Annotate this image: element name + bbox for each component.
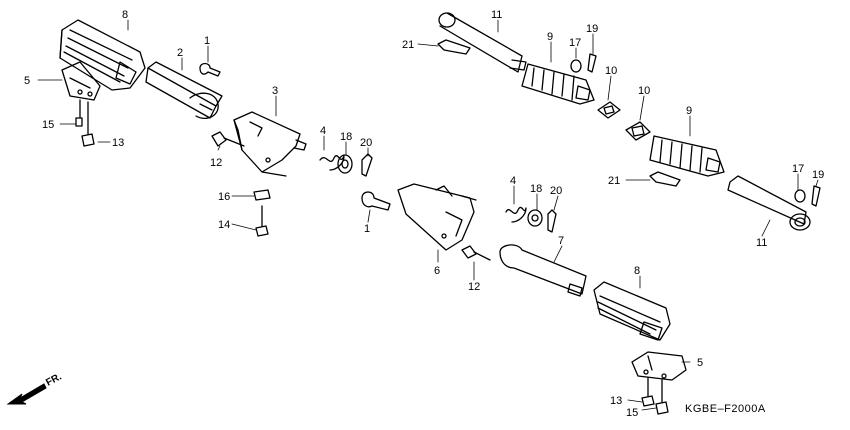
- callout-17-top: 17: [569, 37, 581, 49]
- callout-1-mid: 1: [364, 223, 370, 235]
- callout-6: 6: [434, 265, 440, 277]
- callout-5-left: 5: [24, 75, 30, 87]
- footpeg-rubber-right-top: [521, 63, 595, 105]
- cotter-pin-left: [361, 153, 373, 177]
- callout-12-right: 12: [468, 281, 480, 293]
- bolt-right-12: [461, 245, 491, 261]
- leader-lines: [37, 19, 819, 411]
- washer-10-bottom: [625, 121, 651, 141]
- callout-17-lower: 17: [792, 163, 804, 175]
- cotter-pin-right: [547, 209, 557, 233]
- callout-9-lower: 9: [686, 105, 692, 117]
- pin-1-mid: [361, 191, 391, 211]
- bolt-left-12: [211, 131, 245, 147]
- callout-10-top: 10: [605, 65, 617, 77]
- direction-label: FR.: [44, 371, 64, 388]
- callout-10-lower: 10: [638, 85, 650, 97]
- spring-right: [505, 206, 527, 223]
- callout-14: 14: [218, 219, 230, 231]
- callout-15-right: 15: [626, 407, 638, 419]
- bracket-right: [397, 183, 477, 251]
- callout-18-left: 18: [340, 131, 352, 143]
- callout-20-left: 20: [360, 137, 372, 149]
- plate-left: [61, 61, 101, 101]
- front-direction-arrow: FR.: [6, 371, 64, 405]
- footpeg-rubber-right-bottom: [593, 281, 671, 341]
- callout-3: 3: [272, 85, 278, 97]
- bolt-14: [255, 205, 269, 237]
- bracket-left: [233, 111, 307, 177]
- callout-16: 16: [218, 191, 230, 203]
- diagram-code: KGBE–F2000A: [685, 403, 766, 415]
- washer-17-top: [570, 59, 582, 73]
- callout-12-left: 12: [210, 157, 222, 169]
- washer-17-lower: [794, 189, 806, 203]
- footpeg-rubber-left: [59, 19, 146, 91]
- callout-4-left: 4: [320, 125, 326, 137]
- callout-2: 2: [177, 47, 183, 59]
- callout-8-bottom: 8: [634, 265, 640, 277]
- plate-right: [631, 351, 687, 381]
- callout-11-lower: 11: [756, 237, 767, 249]
- callout-7: 7: [558, 235, 564, 247]
- callout-5-right: 5: [697, 357, 703, 369]
- footpeg-right: [499, 244, 587, 297]
- callout-11-top: 11: [491, 9, 502, 21]
- footpeg-rubber-right-lower: [649, 135, 725, 177]
- pin-19-lower: [811, 185, 821, 207]
- washer-10-top: [597, 101, 621, 119]
- washer-left-18: [337, 154, 353, 174]
- callout-21-lower: 21: [608, 175, 620, 187]
- nut-16: [253, 189, 271, 201]
- callout-15-left: 15: [42, 119, 54, 131]
- callout-1-top: 1: [204, 35, 210, 47]
- callout-19-lower: 19: [812, 169, 824, 181]
- pin-21-top: [437, 39, 471, 55]
- pin-left: [199, 62, 221, 77]
- bolts-left: [75, 99, 95, 147]
- pin-19-top: [587, 53, 597, 73]
- callout-13-left: 13: [112, 137, 124, 149]
- spring-left: [319, 155, 345, 171]
- bolts-right: [641, 377, 669, 415]
- callout-21-top: 21: [402, 39, 414, 51]
- washer-right-18: [527, 209, 543, 227]
- footpeg-left: [145, 61, 223, 119]
- arm-right-top: [438, 12, 527, 73]
- callout-4-right: 4: [510, 175, 516, 187]
- callout-9-top: 9: [547, 31, 553, 43]
- callouts: 8 2 1 3 5 15 13 12 4 18 20 16 14 11 21 9…: [24, 9, 824, 419]
- callout-8-top: 8: [122, 9, 128, 21]
- callout-19-top: 19: [586, 23, 598, 35]
- callout-18-right: 18: [530, 183, 542, 195]
- pin-21-lower: [649, 171, 681, 187]
- callout-20-right: 20: [550, 185, 562, 197]
- arm-right-lower: [727, 175, 811, 231]
- callout-13-right: 13: [610, 395, 622, 407]
